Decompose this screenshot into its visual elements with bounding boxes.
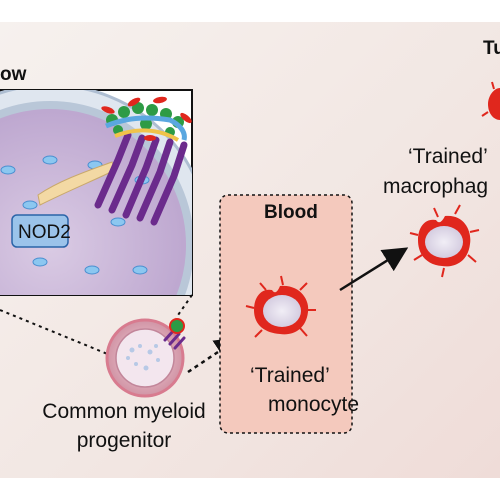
receptor-bundle <box>94 96 192 226</box>
blood-label: Blood <box>264 202 318 223</box>
trained-macrophage-label-line1: ‘Trained’ <box>408 145 488 168</box>
progenitor-label-line2: progenitor <box>76 429 172 452</box>
nod2-box <box>11 214 69 248</box>
trained-monocyte-label-line2: monocyte <box>268 393 360 416</box>
arrow-to-tissue <box>339 247 409 292</box>
zoom-connector-lines <box>0 294 193 356</box>
tissue-cell-partial <box>481 81 500 120</box>
signal-pathway <box>37 161 116 206</box>
bone-marrow-label: ow <box>0 64 27 85</box>
trained-macrophage-label-line2: macrophag <box>383 175 489 198</box>
trained-macrophage-cell <box>409 204 480 278</box>
trained-monocyte-cell <box>245 275 316 338</box>
progenitor-label-line1: Common myeloid <box>42 400 206 423</box>
progenitor-cell <box>105 318 186 398</box>
bone-marrow-zoom-box <box>0 89 193 296</box>
tissue-label: Tu <box>483 38 500 59</box>
nod2-label: NOD2 <box>18 222 71 243</box>
peptidoglycan-cluster <box>101 96 192 142</box>
trained-monocyte-label-line1: ‘Trained’ <box>250 364 330 387</box>
